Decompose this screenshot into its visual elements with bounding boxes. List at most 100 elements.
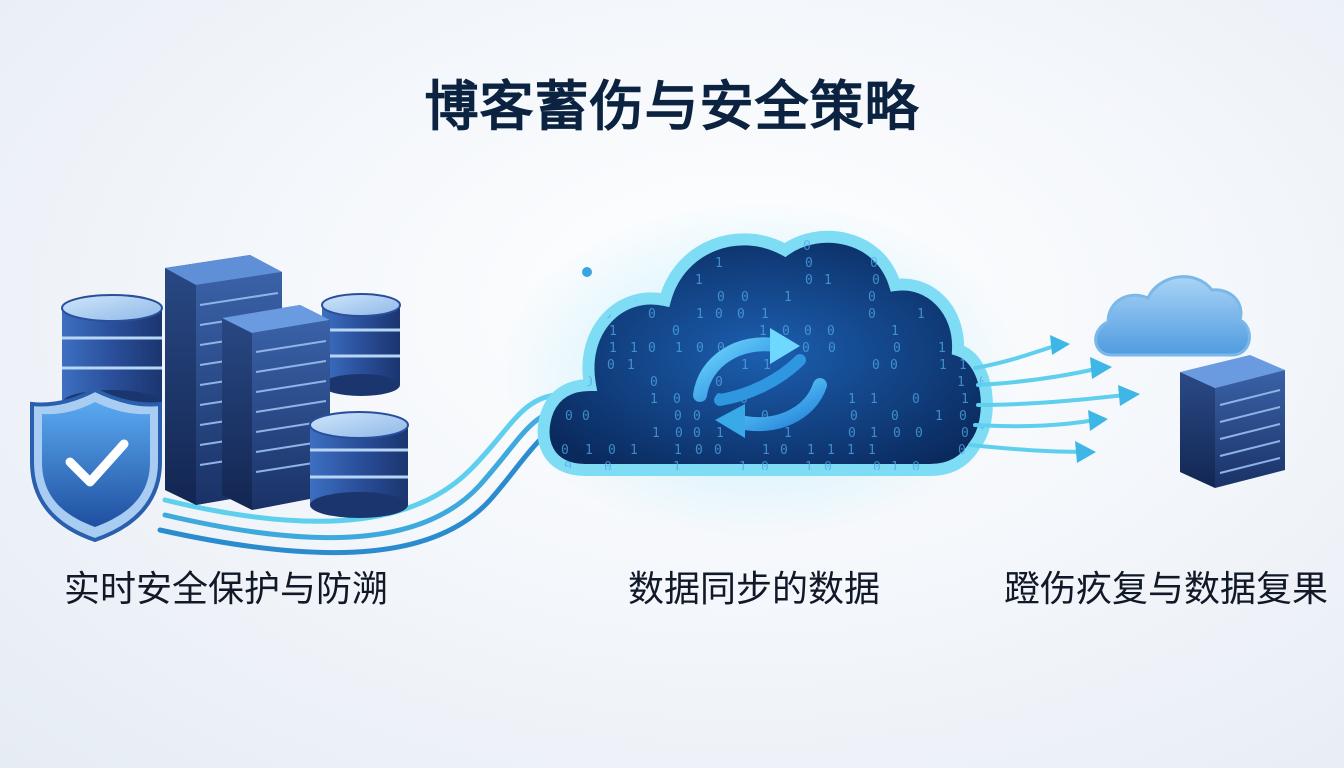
label-data-sync: 数据同步的数据 bbox=[628, 569, 881, 610]
decor-dot bbox=[582, 267, 592, 277]
svg-text:1: 1 bbox=[848, 392, 856, 407]
svg-text:1: 1 bbox=[784, 426, 792, 441]
svg-text:1: 1 bbox=[630, 341, 638, 356]
svg-text:1: 1 bbox=[784, 290, 792, 305]
shield-check-icon bbox=[30, 387, 162, 543]
svg-text:1: 1 bbox=[675, 341, 683, 356]
page-title: 博客蓄伤与安全策略 bbox=[424, 75, 920, 138]
svg-text:0: 0 bbox=[870, 256, 878, 271]
svg-text:0: 0 bbox=[802, 341, 810, 356]
svg-text:0: 0 bbox=[868, 290, 876, 305]
svg-text:0: 0 bbox=[827, 324, 835, 339]
svg-text:1: 1 bbox=[763, 358, 771, 373]
svg-text:1: 1 bbox=[716, 426, 724, 441]
svg-text:0: 0 bbox=[959, 409, 967, 424]
svg-text:1: 1 bbox=[627, 358, 635, 373]
svg-text:1: 1 bbox=[939, 358, 947, 373]
svg-text:0: 0 bbox=[675, 426, 683, 441]
svg-text:0: 0 bbox=[582, 409, 590, 424]
svg-text:0: 0 bbox=[741, 290, 749, 305]
svg-text:0: 0 bbox=[805, 256, 813, 271]
svg-text:1: 1 bbox=[938, 341, 946, 356]
svg-text:0: 0 bbox=[693, 426, 701, 441]
svg-text:0: 0 bbox=[715, 307, 723, 322]
svg-text:1: 1 bbox=[696, 307, 704, 322]
svg-text:0: 0 bbox=[912, 460, 920, 475]
svg-text:0: 0 bbox=[868, 307, 876, 322]
cloud-sync-icon: 0100100000001100110011000010011100000110… bbox=[500, 200, 1020, 540]
svg-text:0: 0 bbox=[761, 409, 769, 424]
svg-text:0: 0 bbox=[780, 443, 788, 458]
svg-text:0: 0 bbox=[850, 409, 858, 424]
label-realtime-protection: 实时安全保护与防溯 bbox=[64, 569, 389, 610]
svg-text:0: 0 bbox=[891, 409, 899, 424]
svg-text:1: 1 bbox=[673, 460, 681, 475]
svg-text:1: 1 bbox=[695, 273, 703, 288]
svg-text:1: 1 bbox=[870, 426, 878, 441]
svg-text:0: 0 bbox=[717, 290, 725, 305]
database-icon bbox=[61, 294, 163, 416]
svg-text:0: 0 bbox=[604, 460, 612, 475]
svg-text:1: 1 bbox=[761, 307, 769, 322]
svg-text:1: 1 bbox=[847, 443, 855, 458]
label-recovery: 蹬伤疚复与数据复果 bbox=[1004, 569, 1329, 610]
svg-text:1: 1 bbox=[891, 324, 899, 339]
svg-text:1: 1 bbox=[961, 392, 969, 407]
svg-text:0: 0 bbox=[890, 358, 898, 373]
svg-text:1: 1 bbox=[759, 324, 767, 339]
svg-text:0: 0 bbox=[979, 375, 987, 390]
svg-text:0: 0 bbox=[873, 460, 881, 475]
backup-server-icon bbox=[1180, 355, 1285, 488]
database-icon bbox=[321, 293, 401, 396]
svg-text:0: 0 bbox=[650, 375, 658, 390]
svg-text:0: 0 bbox=[674, 409, 682, 424]
svg-text:1: 1 bbox=[650, 392, 658, 407]
database-icon bbox=[309, 411, 409, 518]
svg-text:1: 1 bbox=[739, 460, 747, 475]
svg-text:0: 0 bbox=[803, 239, 811, 254]
svg-text:1: 1 bbox=[827, 443, 835, 458]
arrowheads-right bbox=[1050, 335, 1140, 463]
svg-text:0: 0 bbox=[561, 443, 569, 458]
svg-text:1: 1 bbox=[630, 443, 638, 458]
svg-text:0: 0 bbox=[673, 392, 681, 407]
svg-text:0: 0 bbox=[872, 358, 880, 373]
svg-text:1: 1 bbox=[715, 256, 723, 271]
svg-text:0: 0 bbox=[824, 460, 832, 475]
svg-text:1: 1 bbox=[983, 460, 991, 475]
svg-text:1: 1 bbox=[609, 341, 617, 356]
svg-text:1: 1 bbox=[741, 358, 749, 373]
svg-text:1: 1 bbox=[917, 307, 925, 322]
svg-text:0: 0 bbox=[696, 341, 704, 356]
svg-text:1: 1 bbox=[674, 443, 682, 458]
svg-text:0: 0 bbox=[893, 341, 901, 356]
svg-text:0: 0 bbox=[648, 341, 656, 356]
sync-lines-right bbox=[968, 343, 1127, 454]
svg-text:1: 1 bbox=[652, 426, 660, 441]
svg-text:0: 0 bbox=[912, 392, 920, 407]
svg-text:0: 0 bbox=[915, 426, 923, 441]
svg-text:0: 0 bbox=[848, 426, 856, 441]
svg-text:0: 0 bbox=[714, 443, 722, 458]
svg-text:1: 1 bbox=[824, 273, 832, 288]
svg-text:0: 0 bbox=[761, 460, 769, 475]
backup-cloud-icon bbox=[1094, 275, 1251, 357]
svg-text:1: 1 bbox=[935, 409, 943, 424]
svg-text:1: 1 bbox=[807, 443, 815, 458]
svg-text:0: 0 bbox=[958, 443, 966, 458]
svg-text:1: 1 bbox=[959, 358, 967, 373]
svg-text:1: 1 bbox=[870, 392, 878, 407]
svg-text:0: 0 bbox=[893, 426, 901, 441]
svg-text:0: 0 bbox=[672, 324, 680, 339]
svg-text:0: 0 bbox=[608, 443, 616, 458]
svg-text:1: 1 bbox=[868, 443, 876, 458]
svg-text:0: 0 bbox=[961, 426, 969, 441]
svg-text:1: 1 bbox=[609, 324, 617, 339]
svg-text:0: 0 bbox=[648, 307, 656, 322]
svg-text:0: 0 bbox=[872, 273, 880, 288]
sync-arrows-icon bbox=[693, 328, 827, 438]
svg-text:0: 0 bbox=[695, 443, 703, 458]
svg-text:1: 1 bbox=[585, 443, 593, 458]
svg-text:1: 1 bbox=[762, 443, 770, 458]
